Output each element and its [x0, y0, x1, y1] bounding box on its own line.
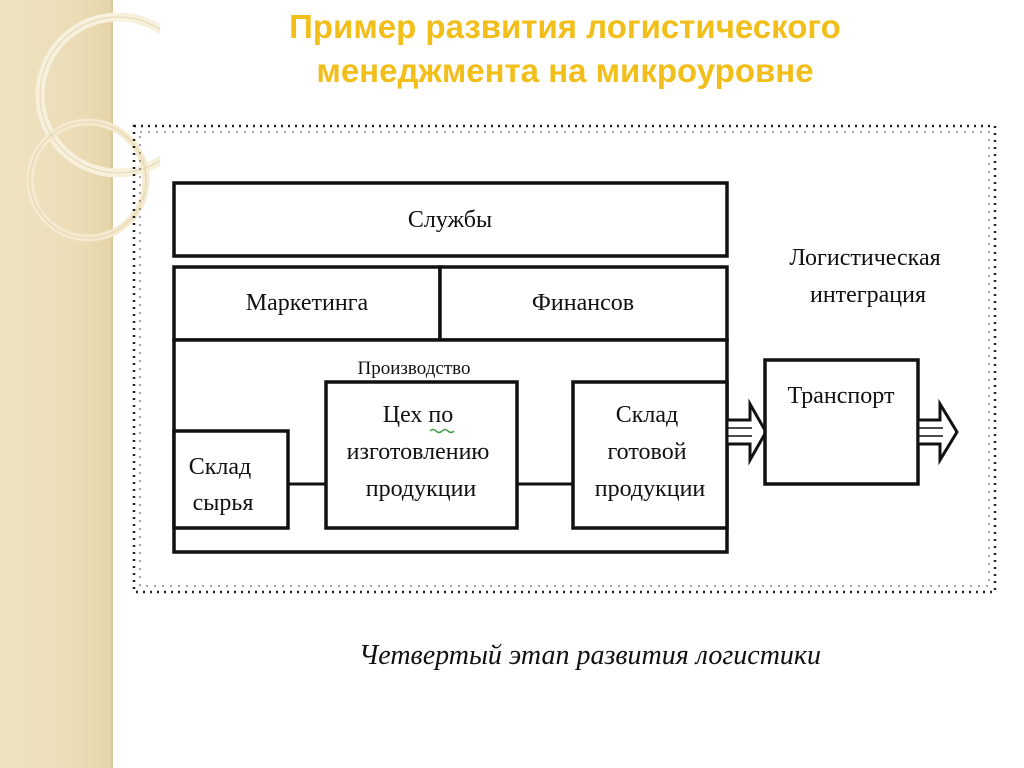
finance-label: Финансов	[532, 290, 634, 316]
services-label: Службы	[408, 207, 492, 233]
raw-warehouse-line-2: сырья	[193, 490, 254, 516]
workshop-line-3: продукции	[366, 476, 477, 502]
logistic-integration-line-1: Логистическая	[789, 245, 940, 271]
band-edge-line	[111, 0, 113, 768]
marketing-label: Маркетинга	[246, 290, 369, 316]
workshop-line-2: изготовлению	[347, 439, 490, 465]
finished-warehouse-box	[571, 380, 729, 530]
transport-label: Транспорт	[788, 383, 895, 409]
arrow-from-transport	[916, 398, 959, 466]
services-box	[172, 181, 729, 258]
slide-title: Пример развития логистического менеджмен…	[150, 5, 980, 93]
workshop-box	[324, 380, 519, 530]
diagram-caption: Четвертый этап развития логистики	[358, 640, 822, 671]
marketing-box	[172, 265, 442, 342]
decorative-rings	[26, 12, 160, 242]
finance-box	[438, 265, 729, 342]
arrow-to-transport	[725, 398, 768, 466]
raw-warehouse-box	[172, 429, 290, 530]
dotted-frame	[132, 124, 997, 594]
transport-box	[763, 358, 920, 486]
workshop-label: Цех по изготовлению продукции	[347, 402, 496, 502]
finished-warehouse-line-1: Склад	[616, 402, 679, 428]
title-line-2: менеджмента на микроуровне	[316, 52, 814, 89]
production-label: Производство	[358, 358, 471, 379]
raw-warehouse-label: Склад сырья	[189, 454, 258, 516]
title-line-1: Пример развития логистического	[289, 8, 841, 45]
finished-warehouse-line-3: продукции	[595, 476, 706, 502]
workshop-line-1: Цех по	[383, 402, 454, 428]
raw-warehouse-line-1: Склад	[189, 454, 252, 480]
spellcheck-underline	[429, 428, 455, 434]
finished-warehouse-line-2: готовой	[607, 439, 686, 465]
logistic-integration-line-2: интеграция	[810, 282, 926, 308]
finished-warehouse-label: Склад готовой продукции	[595, 402, 706, 502]
logistic-integration-label: Логистическая интеграция	[789, 245, 946, 308]
